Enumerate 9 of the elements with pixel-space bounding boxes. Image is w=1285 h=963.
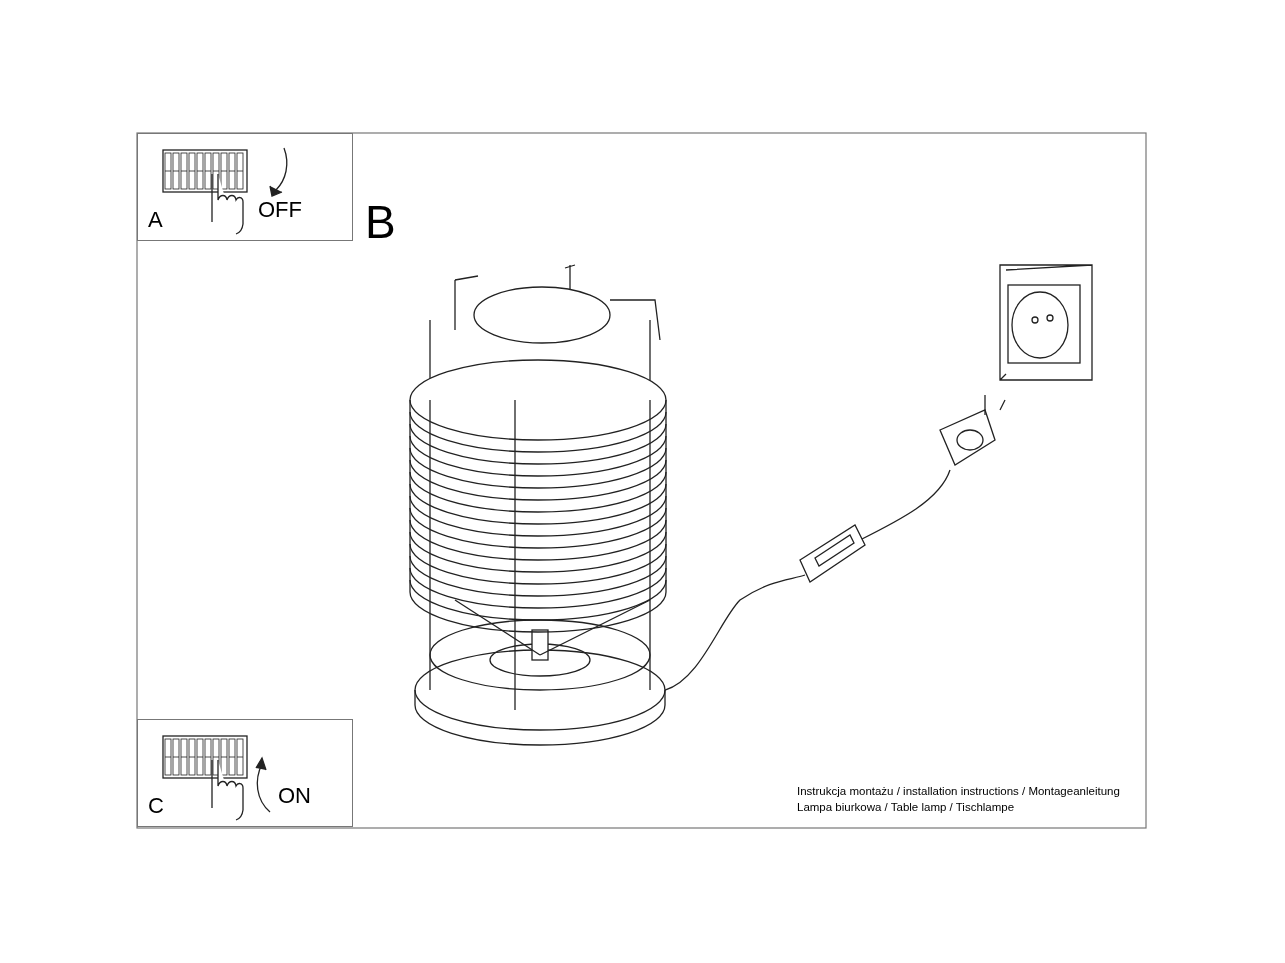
step-letter: C	[148, 794, 164, 818]
step-letter: A	[148, 208, 163, 232]
step-letter: B	[365, 196, 396, 248]
switch-state-label: ON	[278, 784, 311, 808]
caption-text: Instrukcja montażu / installation instructions / Montageanleitung	[797, 784, 1120, 798]
step-panel	[137, 133, 353, 241]
switch-state-label: OFF	[258, 198, 302, 222]
step-panel	[137, 719, 353, 827]
caption-text: Lampa biurkowa / Table lamp / Tischlampe	[797, 800, 1015, 814]
